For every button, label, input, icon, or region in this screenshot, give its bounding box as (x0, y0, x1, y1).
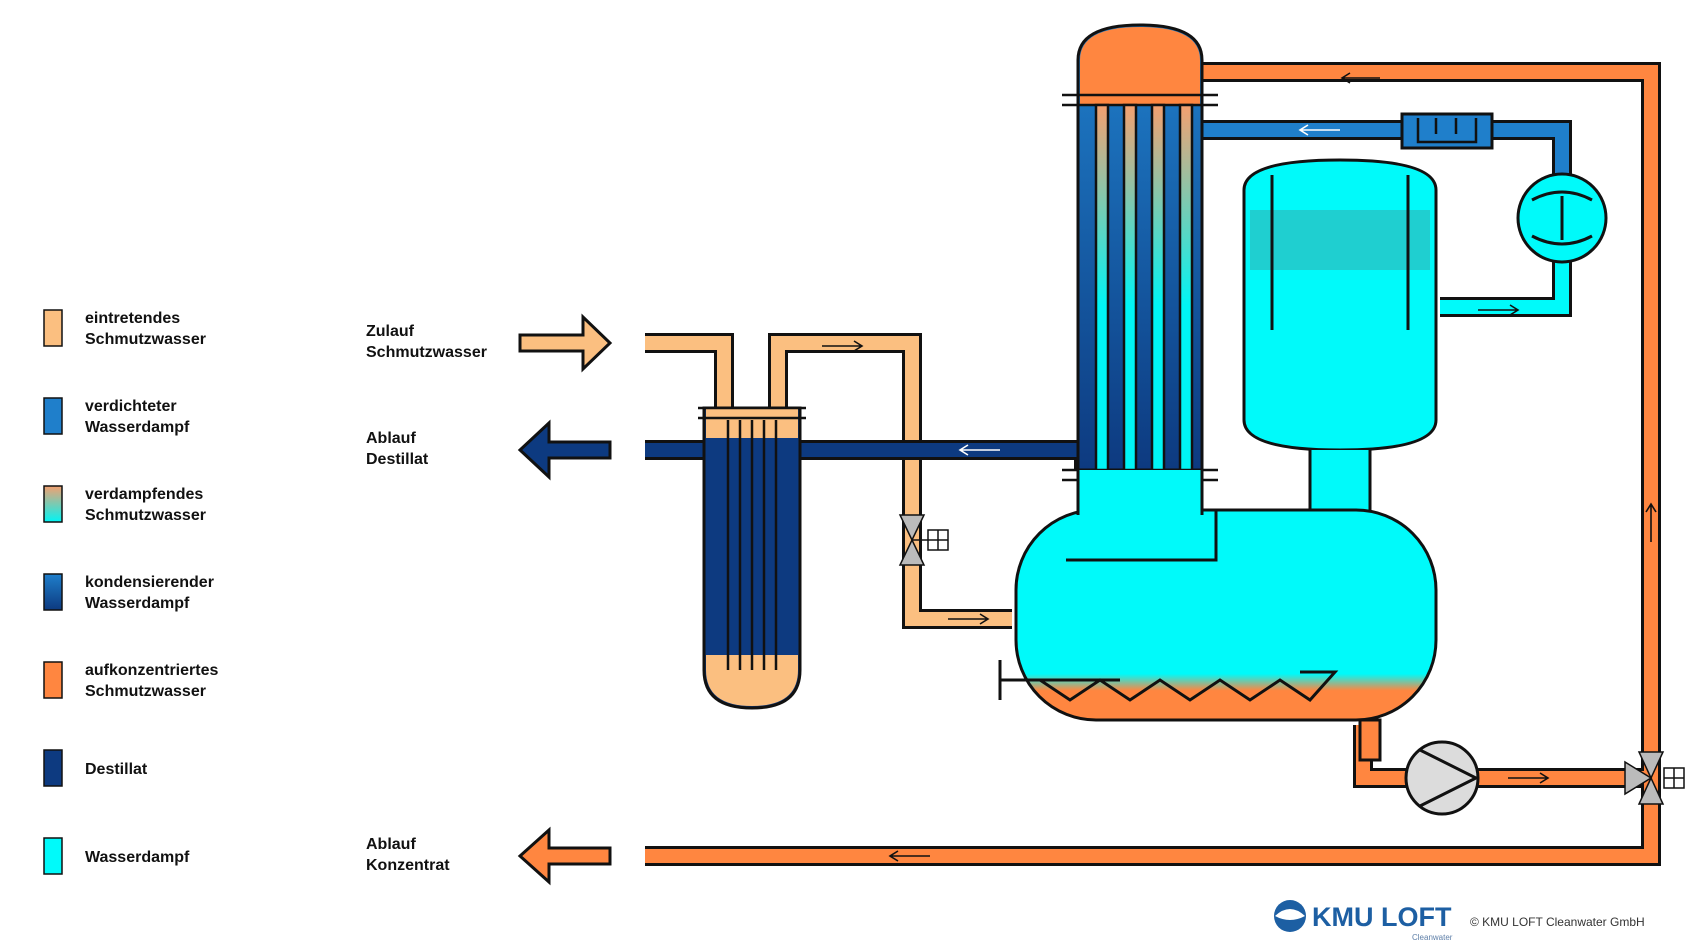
flow-arrow-icon (1508, 772, 1550, 784)
legend-label-evaporating-1: verdampfendes (85, 486, 203, 503)
legend-swatch-condensing (43, 573, 63, 611)
feed-transfer-pipe (768, 333, 1012, 629)
legend-swatch-compressed (43, 397, 63, 435)
legend-item-evaporating: verdampfendes Schmutzwasser (43, 485, 206, 524)
flow-arrow-icon (948, 613, 990, 625)
legend-label-condensing-1: kondensierender (85, 574, 214, 591)
legend-label-distillate: Destillat (85, 761, 148, 778)
flow-arrow-icon (1340, 72, 1380, 84)
flow-label-concentrate-2: Konzentrat (366, 857, 450, 874)
brand: KMU LOFT Cleanwater © KMU LOFT Cleanwate… (1274, 900, 1645, 942)
feed-inlet-arrow (518, 313, 613, 373)
preheater (698, 406, 806, 710)
flow-arrow-icon (1645, 502, 1657, 542)
brand-logo-sub: Cleanwater (1412, 933, 1453, 942)
concentrate-valve-icon (1624, 751, 1685, 805)
copyright: © KMU LOFT Cleanwater GmbH (1470, 915, 1645, 929)
legend-item-compressed: verdichteter Wasserdampf (43, 397, 190, 436)
legend-swatch-concentrate (43, 661, 63, 699)
vapor-pipe (1440, 258, 1572, 317)
flow-arrow-icon (888, 850, 930, 862)
legend-item-feed: eintretendes Schmutzwasser (43, 309, 206, 348)
pump-icon (1404, 740, 1480, 816)
flow-label-distillate-1: Ablauf (366, 430, 416, 447)
steam-trap-icon (1400, 112, 1494, 150)
vapor-separator (1242, 158, 1438, 510)
legend-item-condensing: kondensierender Wasserdampf (43, 573, 214, 612)
flow-arrows (822, 72, 1657, 862)
legend-label-feed-1: eintretendes (85, 310, 180, 327)
flow-label-distillate-2: Destillat (366, 451, 429, 468)
brand-logo-text: KMU LOFT (1312, 902, 1452, 932)
legend-label-condensing-2: Wasserdampf (85, 595, 190, 612)
legend: eintretendes Schmutzwasser verdichteter … (43, 309, 218, 875)
evaporator-tubes (1094, 103, 1194, 472)
legend-swatch-distillate (43, 749, 63, 787)
flow-arrow-icon (1478, 304, 1520, 316)
compressor-icon (1516, 172, 1608, 264)
legend-label-vapor: Wasserdampf (85, 849, 190, 866)
feed-pipe (645, 333, 734, 408)
feed-control-valve-icon (898, 514, 949, 566)
legend-label-concentrate-1: aufkonzentriertes (85, 662, 218, 679)
heating-coil (998, 660, 1339, 702)
legend-swatch-vapor (43, 837, 63, 875)
legend-label-compressed-1: verdichteter (85, 398, 177, 415)
legend-item-concentrate: aufkonzentriertes Schmutzwasser (43, 661, 218, 700)
legend-label-feed-2: Schmutzwasser (85, 331, 206, 348)
flow-label-feed-1: Zulauf (366, 323, 415, 340)
flow-arrow-icon (822, 340, 864, 352)
flow-label-concentrate-1: Ablauf (366, 836, 416, 853)
distillate-outlet-arrow (517, 419, 612, 481)
legend-swatch-evaporating (43, 485, 63, 523)
legend-swatch-feed (43, 309, 63, 347)
concentrate-pipe (645, 778, 1661, 866)
legend-item-distillate: Destillat (43, 749, 148, 787)
flow-arrow-icon (1298, 124, 1340, 136)
evaporator-vessel (998, 470, 1438, 762)
kmu-loft-logo-icon (1274, 900, 1306, 932)
evaporator-column (1062, 23, 1218, 482)
legend-item-vapor: Wasserdampf (43, 837, 190, 875)
legend-label-evaporating-2: Schmutzwasser (85, 507, 206, 524)
legend-label-concentrate-2: Schmutzwasser (85, 683, 206, 700)
legend-label-compressed-2: Wasserdampf (85, 419, 190, 436)
flow-label-feed-2: Schmutzwasser (366, 344, 487, 361)
flow-arrow-icon (958, 444, 1000, 456)
concentrate-outlet-arrow (517, 826, 612, 886)
